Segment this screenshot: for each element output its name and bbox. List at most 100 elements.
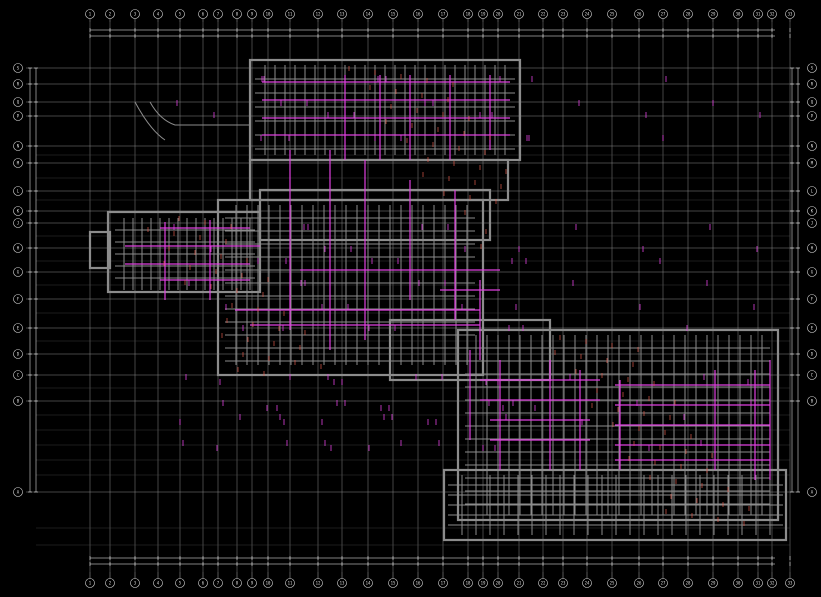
block-central xyxy=(216,198,485,377)
row-axis-bubble-right-label: E xyxy=(811,326,814,331)
column-axis-bubble-top-label: 31 xyxy=(756,12,761,17)
column-axis-bubble-top-label: 23 xyxy=(561,12,566,17)
column-axis-bubble-top-label: 32 xyxy=(770,12,775,17)
row-axis-bubble-left xyxy=(13,487,23,497)
row-axis-bubble-left-label: G xyxy=(17,270,20,275)
row-axis-bubble-left-label: K xyxy=(17,209,20,214)
column-axis-bubble-bottom-label: 21 xyxy=(517,581,522,586)
row-axis-bubble-left-label: N xyxy=(17,144,20,149)
column-axis-bubble-top-label: 4 xyxy=(157,12,160,17)
row-axis-bubble-right xyxy=(807,186,817,196)
column-axis-bubble-bottom-label: 25 xyxy=(610,581,615,586)
row-axis-bubble-right xyxy=(807,267,817,277)
row-axis-bubble-left-label: P xyxy=(17,114,20,119)
row-axis-bubble-left xyxy=(13,97,23,107)
row-axis-bubble-right-label: R xyxy=(811,82,814,87)
column-axis-bubble-bottom-label: 28 xyxy=(686,581,691,586)
dimension-lines xyxy=(28,28,800,566)
column-axis-bubble-bottom-label: 2 xyxy=(109,581,112,586)
row-axis-bubble-right-label: D xyxy=(811,352,814,357)
row-axis-bubble-left-label: L xyxy=(17,189,20,194)
row-axis-bubble-right-label: H xyxy=(811,246,814,251)
ramp-curve xyxy=(149,101,250,126)
column-axis-bubble-top-label: 22 xyxy=(541,12,546,17)
column-axis-bubble-top-label: 30 xyxy=(736,12,741,17)
row-axis-bubble-right xyxy=(807,158,817,168)
column-axis-bubble-top-label: 2 xyxy=(109,12,112,17)
row-axis-bubble-left xyxy=(13,111,23,121)
column-axis-bubble-bottom-label: 30 xyxy=(736,581,741,586)
row-axis-bubble-right-label: K xyxy=(811,209,814,214)
column-axis-bubble-bottom-label: 22 xyxy=(541,581,546,586)
column-axis-bubble-bottom-label: 5 xyxy=(179,581,182,586)
column-axis-bubble-top-label: 29 xyxy=(711,12,716,17)
column-axis-bubble-top-label: 14 xyxy=(366,12,371,17)
column-axis-bubble-bottom-label: 15 xyxy=(391,581,396,586)
row-axis-bubble-right xyxy=(807,323,817,333)
column-axis-bubble-bottom-label: 17 xyxy=(441,581,446,586)
row-axis-bubble-left xyxy=(13,186,23,196)
column-axis-bubble-bottom-label: 29 xyxy=(711,581,716,586)
row-axis-bubble-right xyxy=(807,97,817,107)
row-axis-bubble-left-label: M xyxy=(17,161,20,166)
column-axis-bubble-top-label: 27 xyxy=(661,12,666,17)
column-axis-bubble-bottom-label: 3 xyxy=(134,581,137,586)
row-axis-bubble-left xyxy=(13,243,23,253)
row-axis-bubble-right-label: A xyxy=(811,490,814,495)
column-axis-bubble-top-label: 13 xyxy=(340,12,345,17)
column-axis-bubble-bottom-label: 27 xyxy=(661,581,666,586)
row-axis-bubble-right-label: M xyxy=(811,161,814,166)
column-axis-bubble-top-label: 8 xyxy=(236,12,239,17)
column-axis-bubble-top-label: 17 xyxy=(441,12,446,17)
row-axis-bubble-left xyxy=(13,158,23,168)
row-axis-bubble-right xyxy=(807,349,817,359)
row-axis-bubble-left xyxy=(13,79,23,89)
row-axis-bubble-left xyxy=(13,206,23,216)
row-axis-bubble-right xyxy=(807,79,817,89)
column-axis-bubble-top-label: 28 xyxy=(686,12,691,17)
row-axis-bubble-right-label: P xyxy=(811,114,814,119)
row-axis-bubble-right-label: N xyxy=(811,144,814,149)
row-axis-bubble-right xyxy=(807,218,817,228)
column-axis-bubble-top-label: 6 xyxy=(202,12,205,17)
column-axis-bubble-top-label: 33 xyxy=(788,12,793,17)
column-axis-bubble-top-label: 18 xyxy=(466,12,471,17)
row-axis-bubble-left-label: S xyxy=(17,66,20,71)
column-axis-bubble-bottom-label: 33 xyxy=(788,581,793,586)
row-axis-bubble-right-label: J xyxy=(811,221,813,226)
row-axis-bubble-left xyxy=(13,63,23,73)
column-axis-bubble-top-label: 7 xyxy=(217,12,220,17)
column-axis-bubble-top-label: 15 xyxy=(391,12,396,17)
column-axis-bubble-top-label: 19 xyxy=(481,12,486,17)
row-axis-bubble-left-label: H xyxy=(17,246,20,251)
column-axis-bubble-bottom-label: 12 xyxy=(316,581,321,586)
row-axis-bubble-left xyxy=(13,141,23,151)
row-axis-bubble-right xyxy=(807,294,817,304)
column-axis-bubble-bottom-label: 24 xyxy=(585,581,590,586)
column-axis-bubble-bottom-label: 32 xyxy=(770,581,775,586)
row-axis-bubble-right-label: F xyxy=(811,297,814,302)
column-axis-bubble-bottom-label: 11 xyxy=(288,581,293,586)
row-axis-bubble-right xyxy=(807,396,817,406)
row-axis-bubble-left xyxy=(13,267,23,277)
column-axis-bubble-bottom-label: 20 xyxy=(496,581,501,586)
row-axis-bubble-right xyxy=(807,63,817,73)
row-axis-bubble-left xyxy=(13,349,23,359)
row-axis-bubble-left-label: R xyxy=(17,82,20,87)
column-axis-bubble-bottom-label: 1 xyxy=(89,581,92,586)
row-axis-bubble-left xyxy=(13,370,23,380)
row-axis-bubble-left-label: F xyxy=(17,297,20,302)
row-axis-bubble-right-label: L xyxy=(811,189,814,194)
column-axis-bubble-bottom-label: 10 xyxy=(266,581,271,586)
column-axis-bubble-bottom-label: 26 xyxy=(637,581,642,586)
column-axis-bubble-top-label: 21 xyxy=(517,12,522,17)
block-south-strip xyxy=(442,468,788,542)
row-axis-bubble-right xyxy=(807,111,817,121)
column-axis-bubble-bottom-label: 16 xyxy=(416,581,421,586)
column-axis-bubble-bottom-label: 23 xyxy=(561,581,566,586)
block-west-stair xyxy=(88,230,112,270)
block-west-wing xyxy=(106,210,262,294)
annotation-marks xyxy=(147,66,750,526)
column-axis-bubble-top-label: 25 xyxy=(610,12,615,17)
